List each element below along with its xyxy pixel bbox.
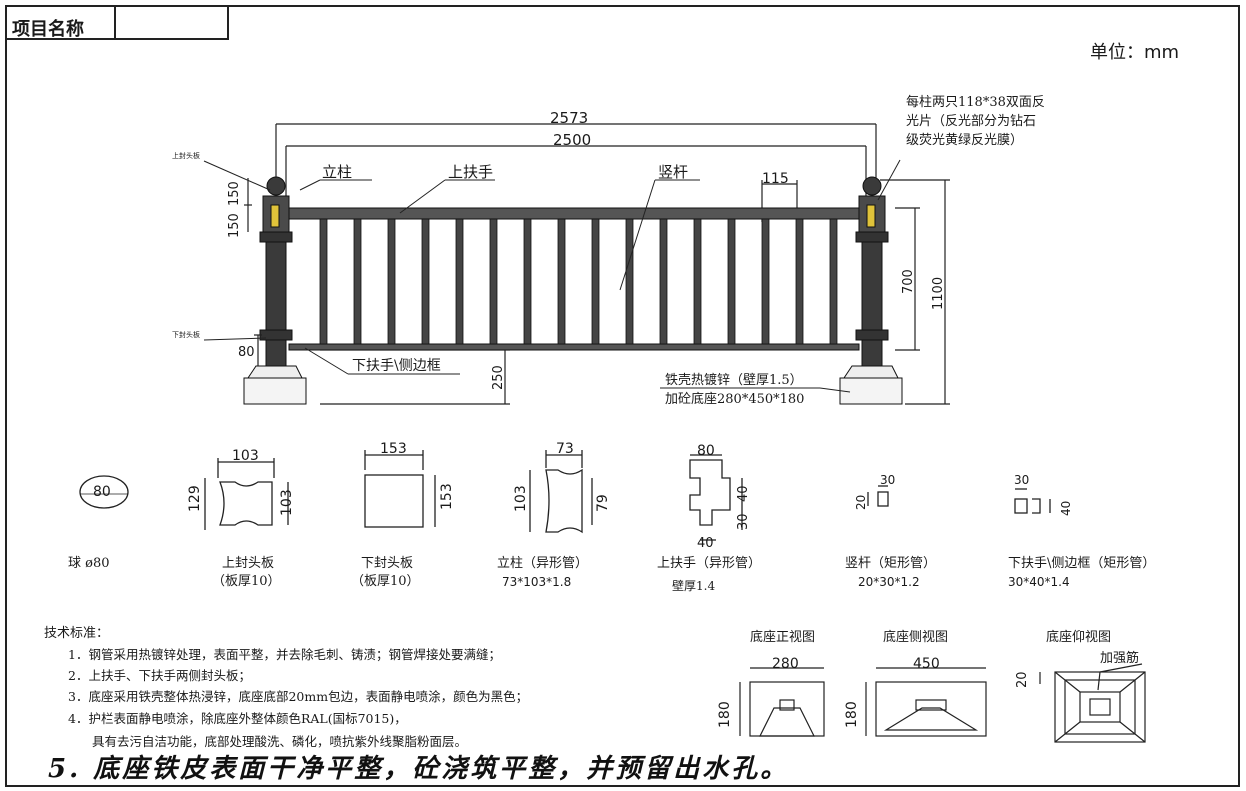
baluster-bar [421,218,430,345]
label-top-cap-plate: 上封头板 [172,152,200,160]
label-bottom-rail: 下扶手\侧边框 [352,358,441,374]
label-base-concrete: 加砼底座280*450*180 [665,392,805,407]
baluster-bar [319,218,328,345]
handwritten-note: 5. 底座铁皮表面干净平整，砼浇筑平整，并预留出水孔。 [48,754,790,784]
top-cap-name: 上封头板 [222,556,275,571]
dim-bottom-cap: 80 [238,345,255,360]
tech-heading: 技术标准： [44,626,110,641]
dim-span: 2500 [553,131,592,149]
base-side-title: 底座侧视图 [883,630,949,645]
base-front-width: 280 [772,656,799,672]
base-side-height: 180 [844,701,860,728]
top-rail-dim-bottom: 40 [697,536,714,551]
baluster-bar [455,218,464,345]
baluster-name: 竖杆（矩形管） [845,556,937,571]
base-rib-label: 加强筋 [1100,651,1140,666]
post-name: 立柱（异形管） [497,556,589,571]
bottom-cap-name: 下封头板 [361,556,414,571]
reflector-note-1: 每柱两只118*38双面反 [906,95,1045,110]
label-post: 立柱 [322,163,353,181]
baluster-bar [523,218,532,345]
tech-item-1: 1．钢管采用热镀锌处理，表面平整，并去除毛刺、铸渍；钢管焊接处要满缝； [68,647,501,662]
ball-name: 球 ø80 [68,556,110,571]
baluster-spec: 20*30*1.2 [858,575,920,589]
base-front-height: 180 [717,701,733,728]
reflector-note-3: 级荧光黄绿反光膜） [906,133,1024,148]
tech-item-2: 2．上扶手、下扶手两侧封头板； [68,668,251,683]
tech-item-4: 4．护栏表面静电喷涂，除底座外整体颜色RAL(国标7015)， [68,711,407,726]
tech-item-3: 3．底座采用铁壳整体热浸锌，底座底部20mm包边，表面静电喷涂，颜色为黑色； [68,689,529,704]
bottom-cap-spec: （板厚10） [351,574,420,589]
base-bottom-dim: 20 [1015,671,1030,688]
baluster-bar [557,218,566,345]
unit-label: 单位：mm [1090,42,1180,63]
label-baluster: 竖杆 [658,163,689,181]
baluster-bar [591,218,600,345]
post-spec: 73*103*1.8 [502,575,572,589]
label-top-rail: 上扶手 [448,163,494,181]
reflector-note-2: 光片（反光部分为钻石 [906,114,1037,129]
bottom-cap-dim-w: 153 [380,441,407,457]
dim-overall: 2573 [550,109,589,127]
top-cap-dim-w: 103 [232,448,259,464]
label-bottom-cap-plate: 下封头板 [172,331,200,339]
baluster-bar [625,218,634,345]
project-name-label: 项目名称 [6,6,116,40]
dim-spacing: 115 [762,171,789,187]
ball-dim: 80 [93,484,111,500]
top-rail-name: 上扶手（异形管） [657,556,762,571]
baluster-bar [353,218,362,345]
baluster-bar [829,218,838,345]
base-side-width: 450 [913,656,940,672]
bottom-rail-spec: 30*40*1.4 [1008,575,1070,589]
baluster-dim-a: 30 [880,473,896,487]
baluster-bar [387,218,396,345]
base-front-title: 底座正视图 [750,630,816,645]
baluster-bar [659,218,668,345]
bottom-rail-dim-a: 30 [1014,473,1030,487]
base-bottom-title: 底座仰视图 [1046,630,1112,645]
tech-item-4-cont: 具有去污自洁功能，底部处理酸洗、磷化，喷抗紫外线聚脂粉面层。 [92,734,468,749]
baluster-bar [693,218,702,345]
bottom-rail-name: 下扶手\侧边框（矩形管） [1008,556,1156,571]
top-cap-spec: （板厚10） [212,574,281,589]
baluster-bar [489,218,498,345]
label-base-shell: 铁壳热镀锌（壁厚1.5） [665,373,803,388]
baluster-bar [795,218,804,345]
baluster-bar [727,218,736,345]
baluster-bar [761,218,770,345]
top-rail-dim-top: 80 [697,443,715,459]
post-dim-w: 73 [556,441,574,457]
top-rail-spec: 壁厚1.4 [672,579,716,593]
